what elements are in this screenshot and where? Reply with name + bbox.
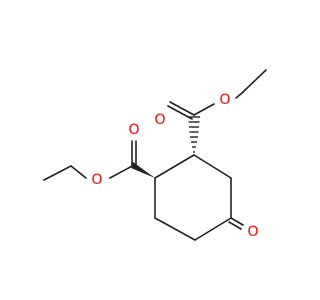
upper-o-ch2-bond xyxy=(235,92,243,99)
ring-bond-c5-c4 xyxy=(194,217,232,241)
atom-o-ketone: O xyxy=(247,224,258,240)
atom-o-upper-carbonyl: O xyxy=(154,112,165,128)
upper-ester-c-o-bond xyxy=(193,103,215,116)
upper-ester-group xyxy=(167,69,267,153)
upper-ch2-ch3-bond xyxy=(241,69,267,94)
upper-carbonyl-double-a xyxy=(169,101,195,116)
ring-bond-c3-c2 xyxy=(193,154,232,179)
left-o-ch2-bond xyxy=(70,165,87,179)
atom-o-left-carbonyl: O xyxy=(128,122,139,138)
hashed-wedge-bond-upper xyxy=(188,116,200,153)
left-ester-group xyxy=(43,140,155,181)
ketone-double-bond-b xyxy=(228,221,242,230)
atom-labels: O O O O O xyxy=(91,92,258,240)
ketone-double-bond-a xyxy=(230,217,244,226)
atom-o-upper-ether: O xyxy=(219,92,230,108)
atom-o-left-ether: O xyxy=(91,172,102,188)
left-ester-c-o-bond xyxy=(109,164,135,179)
bold-wedge-bond-left xyxy=(131,162,155,178)
ring-bond-c6-c5 xyxy=(154,217,196,241)
molecule-diagram: O O O O O xyxy=(43,69,267,241)
left-ch2-ch3-bond xyxy=(43,165,72,181)
cyclohexane-ring xyxy=(154,154,232,241)
ketone-group xyxy=(228,217,244,230)
ring-bond-c2-c1 xyxy=(154,154,195,179)
upper-carbonyl-double-b xyxy=(167,105,193,120)
